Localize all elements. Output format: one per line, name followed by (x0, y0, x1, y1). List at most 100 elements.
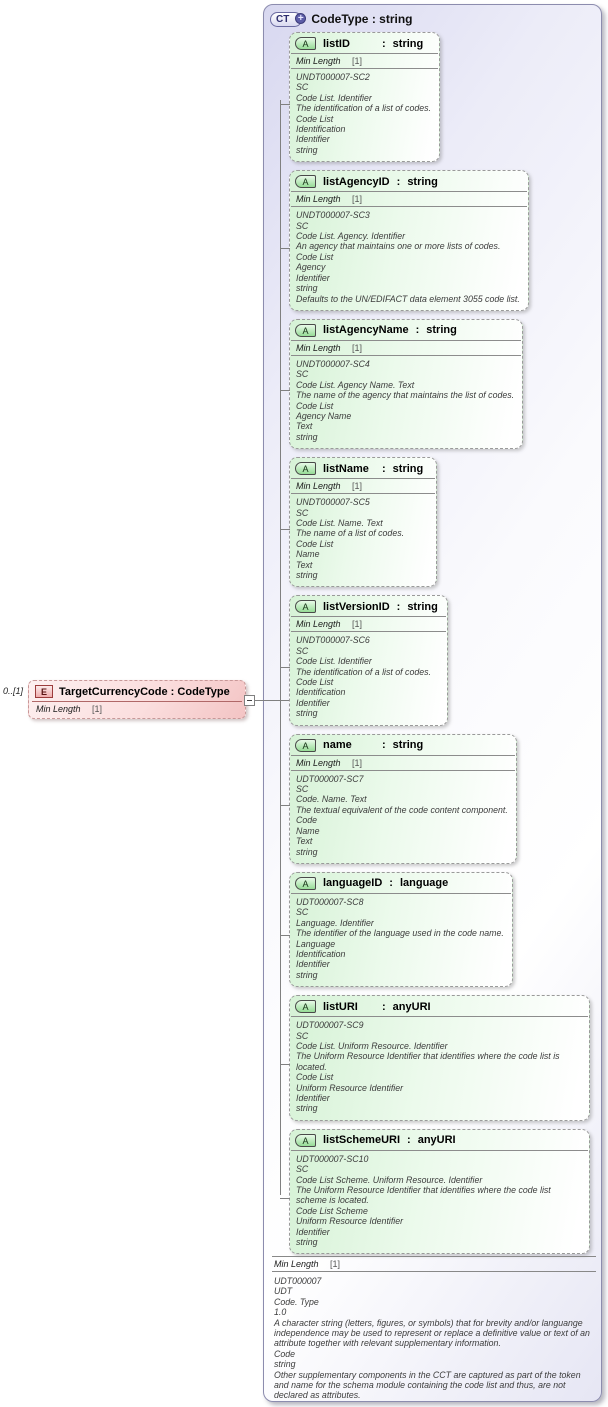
doc-line: SC (296, 369, 309, 380)
attribute-name: listAgencyID (323, 175, 390, 188)
facet-value: [1] (330, 1259, 341, 1269)
facet-label: Min Length (296, 342, 341, 353)
name-type-separator: : (382, 739, 386, 752)
facet-row: Min Length [1] (29, 702, 245, 718)
doc-line: Code. Name. Text (296, 794, 367, 805)
attribute-type: string (426, 324, 457, 337)
doc-line: Identification (296, 124, 346, 135)
complextype-title: CodeType : string (311, 12, 412, 26)
attribute-type: string (392, 462, 424, 475)
doc-line: The Uniform Resource Identifier that ide… (296, 1051, 560, 1072)
facet-label: Min Length (296, 481, 341, 492)
doc-line: string (296, 1103, 318, 1114)
element-title: TargetCurrencyCode : CodeType (59, 686, 230, 698)
expand-plus-icon[interactable]: + (295, 13, 307, 24)
tree-trunk-line (280, 100, 281, 1195)
attribute-icon: A (295, 600, 316, 614)
doc-line: Identifier (296, 1093, 330, 1103)
cardinality-label: 0..[1] (3, 686, 24, 696)
doc-line: The identification of a list of codes. (296, 666, 431, 677)
facet-row: Min Length [1] (290, 54, 439, 68)
doc-line: string (296, 431, 318, 442)
collapse-handle-icon[interactable] (244, 695, 255, 706)
attribute-box[interactable]: A listVersionID : string Min Length [1] … (280, 595, 448, 726)
doc-line: Identifier (296, 134, 330, 145)
doc-line: Defaults to the UN/EDIFACT data element … (296, 293, 520, 304)
attribute-header: A listName : string (290, 458, 436, 478)
facet-label: Min Length (296, 757, 341, 768)
divider (291, 769, 515, 771)
doc-line: string (296, 283, 318, 294)
element-box[interactable]: E TargetCurrencyCode : CodeType Min Leng… (28, 680, 246, 719)
facet-value: [1] (352, 342, 363, 353)
doc-line: string (274, 1359, 296, 1370)
doc-line: UDT000007-SC7 (296, 773, 364, 784)
doc-line: UDT000007 (274, 1276, 322, 1286)
complextype-container[interactable]: CT + CodeType : string A listID : string… (263, 4, 602, 1402)
doc-line: Text (296, 559, 313, 570)
doc-line: The name of a list of codes. (296, 528, 405, 539)
facet-value: [1] (352, 757, 363, 768)
divider (291, 754, 515, 756)
facet-row: Min Length [1] (290, 617, 447, 631)
attribute-box[interactable]: A listName : string Min Length [1] UNDT0… (280, 457, 437, 588)
doc-line: Code List Scheme. Uniform Resource. Iden… (296, 1174, 483, 1185)
name-type-separator: : (170, 685, 175, 698)
divider (291, 206, 527, 208)
facet-value: [1] (352, 619, 363, 630)
facet-row: Min Length [1] (290, 192, 528, 206)
doc-line: Code List (296, 113, 334, 124)
complextype-base: string (379, 12, 413, 26)
facet-row: Min Length [1] (290, 479, 436, 493)
element-icon: E (35, 685, 53, 698)
complextype-header: CT + CodeType : string (264, 5, 601, 32)
doc-line: SC (296, 1164, 309, 1175)
attribute-box[interactable]: A name : string Min Length [1] UDT000007… (280, 733, 517, 864)
attribute-box[interactable]: A listAgencyID : string Min Length [1] U… (280, 170, 529, 311)
facet-value: [1] (92, 704, 103, 714)
doc-line: Code List Scheme (296, 1205, 368, 1216)
doc-line: UDT000007-SC9 (296, 1020, 364, 1031)
doc-line: Other supplementary components in the CC… (274, 1369, 581, 1401)
name-type-separator: : (382, 1000, 386, 1013)
doc-line: string (296, 144, 318, 155)
name-type-separator: : (396, 175, 401, 188)
doc-line: The identifier of the language used in t… (296, 928, 504, 939)
attribute-header: A name : string (290, 735, 516, 755)
complextype-icon: CT + (270, 11, 307, 27)
attribute-name: listURI (323, 1000, 358, 1013)
attribute-icon: A (295, 37, 316, 50)
divider (291, 1016, 588, 1018)
attribute-header: A listVersionID : string (290, 596, 447, 616)
attribute-type: string (407, 175, 438, 188)
doc-line: SC (296, 907, 309, 918)
doc-line: Code List. Identifier (296, 92, 372, 103)
doc-line: UNDT000007-SC5 (296, 497, 370, 508)
attribute-box[interactable]: A listAgencyName : string Min Length [1]… (279, 318, 524, 450)
doc-line: UDT000007-SC10 (296, 1153, 369, 1164)
doc-line: string (296, 708, 318, 719)
doc-line: SC (296, 82, 309, 93)
attribute-header: A listAgencyID : string (290, 171, 528, 191)
attribute-box[interactable]: A listID : string Min Length [1] UNDT000… (280, 32, 440, 163)
complextype-icon-label: CT (276, 13, 290, 25)
divider (32, 701, 242, 702)
divider (291, 493, 435, 495)
name-type-separator: : (407, 1134, 411, 1147)
doc-line: SC (296, 784, 309, 795)
doc-line: Code List. Name. Text (296, 517, 383, 528)
doc-line: Code List. Identifier (296, 656, 372, 667)
divider (291, 68, 438, 69)
doc-line: The identification of a list of codes. (296, 103, 431, 114)
divider (291, 892, 511, 894)
divider (291, 339, 522, 341)
doc-line: Name (296, 549, 320, 560)
